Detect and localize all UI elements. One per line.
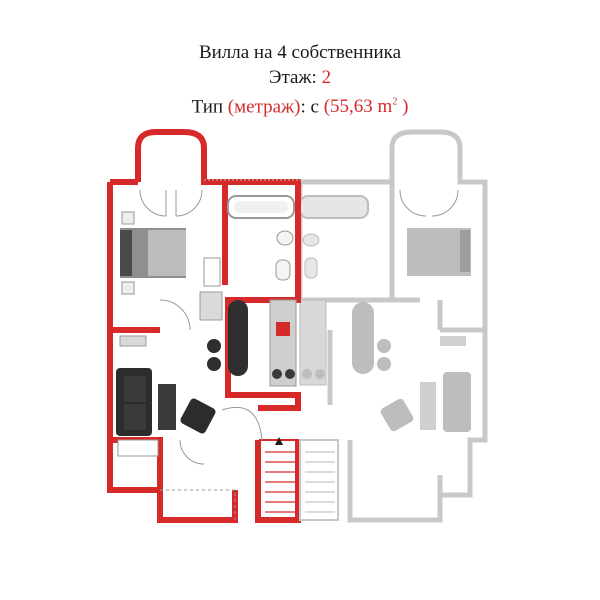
type-paren: (метраж) — [227, 96, 301, 118]
neighbor-toilet — [304, 257, 318, 279]
balcony-outline — [160, 489, 236, 520]
sofa-cushion — [124, 404, 146, 430]
wardrobe — [199, 291, 223, 321]
neighbor-stove-burner — [302, 369, 312, 379]
neighbor-sofa — [443, 372, 471, 432]
floor-line: Этаж: 2 — [0, 65, 600, 90]
villa-title: Вилла на 4 собственника — [198, 42, 402, 63]
neighbor-stool — [377, 339, 391, 353]
stool — [207, 357, 221, 371]
bed-blanket — [148, 230, 186, 276]
area-open: (55,63 m — [323, 96, 393, 118]
plan-header: Вилла на 4 собственника Этаж: 2 Тип (мет… — [0, 40, 600, 119]
stove-burner — [285, 369, 295, 379]
neighbor-bathtub — [299, 195, 369, 219]
desk — [203, 257, 221, 287]
tv-stand — [119, 335, 147, 347]
stair-arrow-icon — [275, 437, 283, 445]
stove-burner — [272, 369, 282, 379]
door-swings — [139, 189, 459, 465]
type-sep: : с — [300, 96, 319, 118]
stair-core — [259, 437, 339, 521]
kitchen — [207, 299, 297, 387]
toilet — [275, 259, 291, 281]
bed-headboard — [120, 230, 132, 276]
neighbor-tv — [440, 336, 466, 346]
kitchen-sink — [276, 322, 290, 336]
coffee-table — [158, 384, 176, 430]
type-label: Тип — [191, 96, 224, 118]
neighbor-armchair — [380, 398, 414, 432]
floor-label: Этаж: — [268, 67, 317, 88]
floor-value: 2 — [321, 67, 332, 88]
neighbor-bed-headboard — [460, 230, 470, 272]
balcony-grate — [117, 439, 159, 457]
bathroom — [227, 195, 295, 281]
sink — [276, 230, 294, 246]
area-sup: 2 — [392, 97, 398, 108]
area-value: (55,63 m2 ) — [324, 96, 409, 117]
bathtub-basin — [234, 201, 288, 213]
stool — [207, 339, 221, 353]
nightstand — [121, 281, 135, 295]
neighbor-table — [352, 302, 374, 374]
armchair — [180, 398, 216, 434]
type-line: Тип (метраж): с (55,63 m2 ) — [0, 90, 600, 119]
sofa-cushion — [124, 376, 146, 402]
neighbor-coffee-table — [420, 382, 436, 430]
living-room — [116, 335, 216, 457]
neighbor-stool — [377, 357, 391, 371]
dining-table — [228, 300, 248, 376]
neighbor-furniture — [299, 195, 471, 432]
neighbor-sink — [302, 233, 320, 247]
nightstand — [121, 211, 135, 225]
bedroom — [120, 211, 223, 321]
neighbor-stove-burner — [315, 369, 325, 379]
area-close: ) — [397, 96, 409, 118]
